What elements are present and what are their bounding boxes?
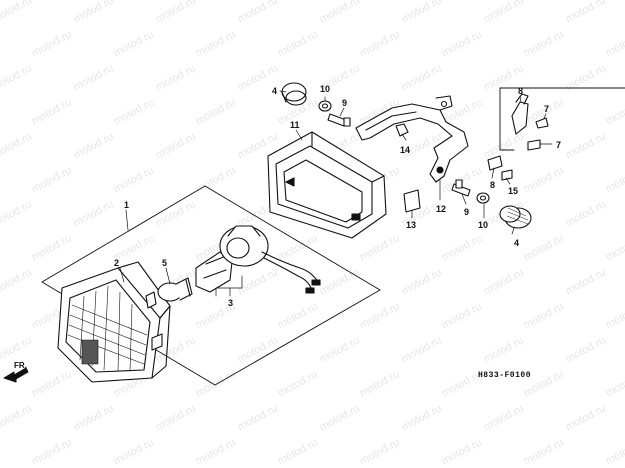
callout-5: 5 — [162, 258, 167, 268]
callout-3: 3 — [228, 298, 233, 308]
screw-part15 — [501, 169, 513, 181]
callout-14: 14 — [400, 145, 410, 155]
callout-8-inset: 8 — [518, 86, 523, 96]
callout-7-bottom: 7 — [556, 140, 561, 150]
callout-13: 13 — [406, 220, 416, 230]
headlight-case — [267, 131, 387, 239]
callout-10-right: 10 — [478, 220, 488, 230]
bolt-top — [327, 113, 351, 127]
inset-box — [499, 87, 515, 151]
callout-1: 1 — [124, 200, 129, 210]
clip-part8 — [487, 155, 503, 171]
callout-4-right: 4 — [514, 238, 519, 248]
inset-bracket — [511, 93, 529, 135]
inset-bolt-top — [535, 117, 549, 129]
front-arrow — [3, 367, 29, 383]
callout-9-right: 9 — [464, 207, 469, 217]
callout-15: 15 — [508, 186, 518, 196]
callout-11: 11 — [290, 120, 300, 130]
collar-right — [476, 192, 490, 204]
bolt-right — [451, 179, 471, 197]
collar-top — [318, 100, 332, 112]
callout-12: 12 — [436, 204, 446, 214]
assembly-frame — [41, 185, 381, 386]
bulb-socket — [195, 225, 321, 294]
mounting-stay — [355, 95, 469, 183]
callout-7-top: 7 — [544, 104, 549, 114]
grommet-right — [499, 205, 532, 229]
callout-9-top: 9 — [342, 98, 347, 108]
inset-bolt-bottom — [527, 139, 541, 151]
small-bulb — [157, 277, 193, 302]
diagram-code: H833-F0100 — [478, 371, 532, 380]
headlight-lens — [57, 261, 171, 383]
callouts: 1 2 3 4 4 5 7 7 8 8 9 9 10 10 11 12 13 1… — [14, 84, 561, 370]
callout-4-top: 4 — [272, 86, 277, 96]
grommet-top — [281, 82, 307, 106]
callout-8: 8 — [490, 180, 495, 190]
direction-label: FR. — [14, 361, 27, 370]
callout-10-top: 10 — [320, 84, 330, 94]
callout-2: 2 — [114, 258, 119, 268]
nut-part14 — [395, 123, 409, 137]
label-tag — [403, 189, 421, 213]
